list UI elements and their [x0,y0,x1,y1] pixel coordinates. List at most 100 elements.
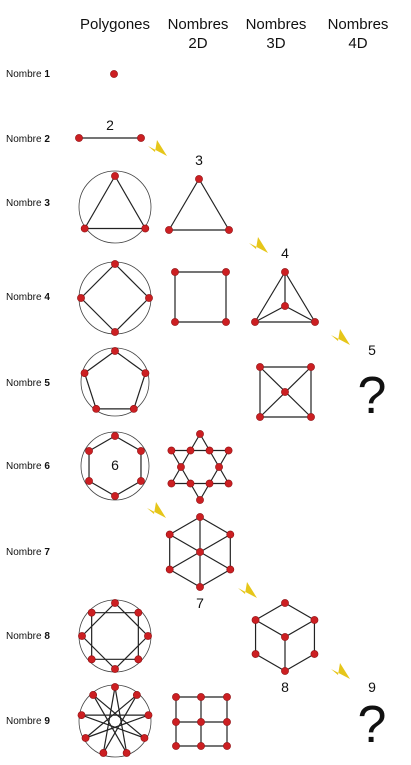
header-nombres-3d-line2: 3D [266,35,285,52]
vertex-dot [196,430,204,438]
figure-nombre-9-2d [172,693,231,750]
header-nombres-2d-line1: Nombres [168,16,229,33]
vertex-dot [80,224,89,233]
edge-line [255,602,286,621]
vertex-dot [195,175,203,183]
edge-line [114,175,146,229]
edge-line [133,372,147,410]
vertex-dot [197,718,205,726]
arrow-4-to-5 [331,329,350,345]
vertex-dot [92,404,101,413]
edge-line [199,516,231,536]
edge-line [198,178,230,231]
header-nombres-4d-line2: 4D [348,35,367,52]
vertex-dot [144,711,153,719]
header-polygones: Polygones [80,16,150,33]
edge-line [114,635,149,670]
vertex-dot [226,565,235,574]
vertex-dot [196,548,204,556]
edge-line [255,653,286,672]
edge-line [114,350,146,374]
vertex-dot [310,650,319,658]
edge-line [199,568,231,588]
vertex-dot [171,318,179,326]
vertex-dot [167,446,176,455]
shapes-layer [75,70,319,758]
edge-line [88,435,116,452]
vertex-dot [186,479,195,488]
circumcircle [80,347,150,417]
number-label-9-4d: 9 [368,679,376,695]
vertex-dot [78,632,86,640]
edge-line [81,635,116,670]
row-label-4: Nombre 4 [6,292,50,303]
vertex-dot [134,608,143,617]
vertex-dot [167,479,176,488]
edge-line [92,694,145,739]
vertex-dot [81,734,90,742]
vertex-dot [251,650,260,658]
vertex-dot [251,318,259,326]
vertex-dot [205,446,214,455]
vertex-dot [129,404,138,413]
vertex-dot [310,616,319,624]
edge-line [81,602,116,637]
vertex-dot [145,294,153,302]
vertex-dot [281,633,289,641]
vertex-dot [134,655,143,664]
vertex-dot [281,268,289,276]
vertex-dot [165,565,174,574]
circumcircle [80,431,150,501]
edge-line [80,297,116,333]
vertex-dot [77,711,86,719]
vertex-dot [196,583,204,591]
vertex-dot [111,260,119,268]
edge-line [168,178,200,231]
vertex-dot [281,388,289,396]
vertex-dot [137,477,145,485]
edge-line [284,271,316,323]
number-label-7: 7 [196,595,204,611]
vertex-dot [197,693,205,701]
row-label-6: Nombre 6 [6,461,50,472]
vertex-dot [85,447,93,455]
vertex-dot [132,691,141,699]
vertex-dot [224,446,233,455]
figure-nombre-3-2d [165,175,233,234]
vertex-dot [307,363,315,371]
figure-nombre-4-polygon [77,260,153,336]
vertex-dot [141,224,150,233]
arrow-3-to-4 [249,237,268,253]
vertex-dot [225,226,233,234]
row-label-2: Nombre 2 [6,134,50,145]
vertex-dot [226,530,235,539]
vertex-dot [223,718,231,726]
vertex-dot [223,693,231,701]
question-mark-9-4d: ? [358,696,387,754]
figure-nombre-4-2d [171,268,230,326]
vertex-dot [99,749,108,757]
edge-line [88,480,116,497]
vertex-dot [186,446,195,455]
row-label-9: Nombre 9 [6,716,50,727]
vertex-dot [311,318,319,326]
vertex-dot [223,742,231,750]
vertex-dot [177,463,185,471]
vertex-dot [224,479,233,488]
question-mark-5-4d: ? [358,367,387,425]
vertex-dot [165,530,174,539]
arrow-2-to-3 [148,140,167,156]
vertex-dot [110,70,118,78]
edge-line [84,175,116,229]
edge-line [114,480,142,497]
edge-line [169,568,201,588]
edge-line [102,694,138,754]
edge-line [284,602,315,621]
edge-line [284,653,315,672]
vertex-dot [111,599,119,607]
vertex-dot [111,172,119,180]
edge-line [170,450,201,501]
figure-nombre-4-3d [251,268,319,326]
row-label-1: Nombre 1 [6,69,50,80]
row-label-3: Nombre 3 [6,198,50,209]
